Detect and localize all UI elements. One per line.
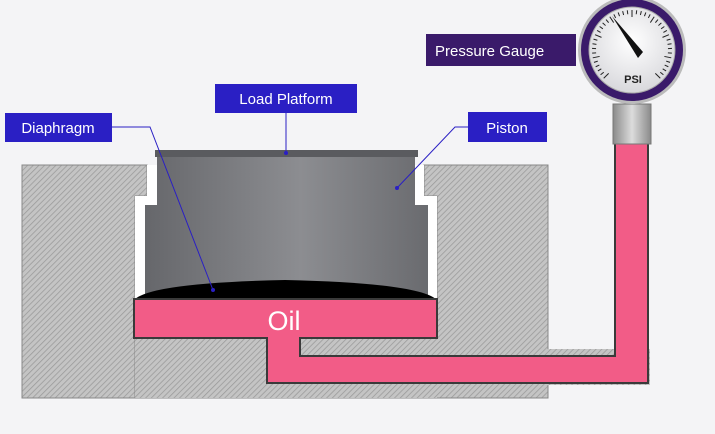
- svg-text:Diaphragm: Diaphragm: [21, 120, 94, 137]
- gauge-tick: [622, 10, 625, 16]
- gauge-tick: [663, 30, 668, 33]
- svg-text:Pressure Gauge: Pressure Gauge: [435, 43, 544, 60]
- pressure-gauge: PSI: [578, 0, 686, 104]
- gauge-tick: [602, 22, 606, 26]
- gauge-tick: [592, 55, 600, 59]
- gauge-fitting: [612, 103, 652, 145]
- label-pressure-gauge: Pressure Gauge: [426, 34, 576, 66]
- gauge-tick: [666, 60, 671, 63]
- gauge-tick: [662, 68, 667, 72]
- gauge-tick: [658, 22, 662, 26]
- gauge-needle: [612, 16, 643, 58]
- gauge-tick: [654, 72, 661, 79]
- gauge-tick: [595, 64, 600, 68]
- gauge-tick: [597, 68, 602, 72]
- gauge-tick: [593, 60, 598, 63]
- label-diaphragm: Diaphragm: [5, 113, 112, 142]
- svg-text:Load Platform: Load Platform: [239, 91, 332, 108]
- gauge-tick: [667, 43, 672, 45]
- leader-lines: [112, 113, 468, 291]
- gauge-tick: [664, 64, 669, 68]
- svg-text:Piston: Piston: [486, 120, 528, 137]
- gauge-tick: [666, 38, 671, 41]
- gauge-tick: [613, 14, 617, 19]
- gauge-tick: [660, 26, 665, 30]
- gauge-tick: [605, 19, 610, 23]
- gauge-tick: [593, 38, 598, 41]
- piston: [145, 157, 428, 296]
- gauge-tick: [600, 71, 605, 76]
- gauge-tick: [647, 14, 651, 19]
- gauge-unit: PSI: [624, 74, 642, 86]
- gauge-tick: [609, 16, 615, 23]
- gauge-tick: [639, 10, 642, 16]
- platform-pointer-dot: [284, 151, 288, 155]
- gauge-tick: [664, 55, 672, 59]
- diaphragm: [134, 280, 437, 300]
- oil-label: Oil: [268, 306, 301, 336]
- piston-pointer-dot: [395, 186, 399, 190]
- gauge-tick: [654, 19, 659, 23]
- gauge-tick: [592, 43, 597, 45]
- gauge-ticks: [592, 10, 672, 79]
- gauge-tick: [662, 34, 670, 38]
- gauge-tick: [599, 26, 604, 30]
- gauge-tick: [594, 34, 602, 38]
- label-load-platform: Load Platform: [215, 84, 357, 113]
- label-piston: Piston: [468, 112, 547, 142]
- gauge-tick: [603, 72, 610, 79]
- gauge-tick: [659, 71, 664, 76]
- gauge-tick: [643, 12, 647, 17]
- gauge-tick: [649, 16, 655, 23]
- gauge-tick: [617, 12, 621, 17]
- diaphragm-pointer-dot: [211, 288, 215, 292]
- gauge-tick: [596, 30, 601, 33]
